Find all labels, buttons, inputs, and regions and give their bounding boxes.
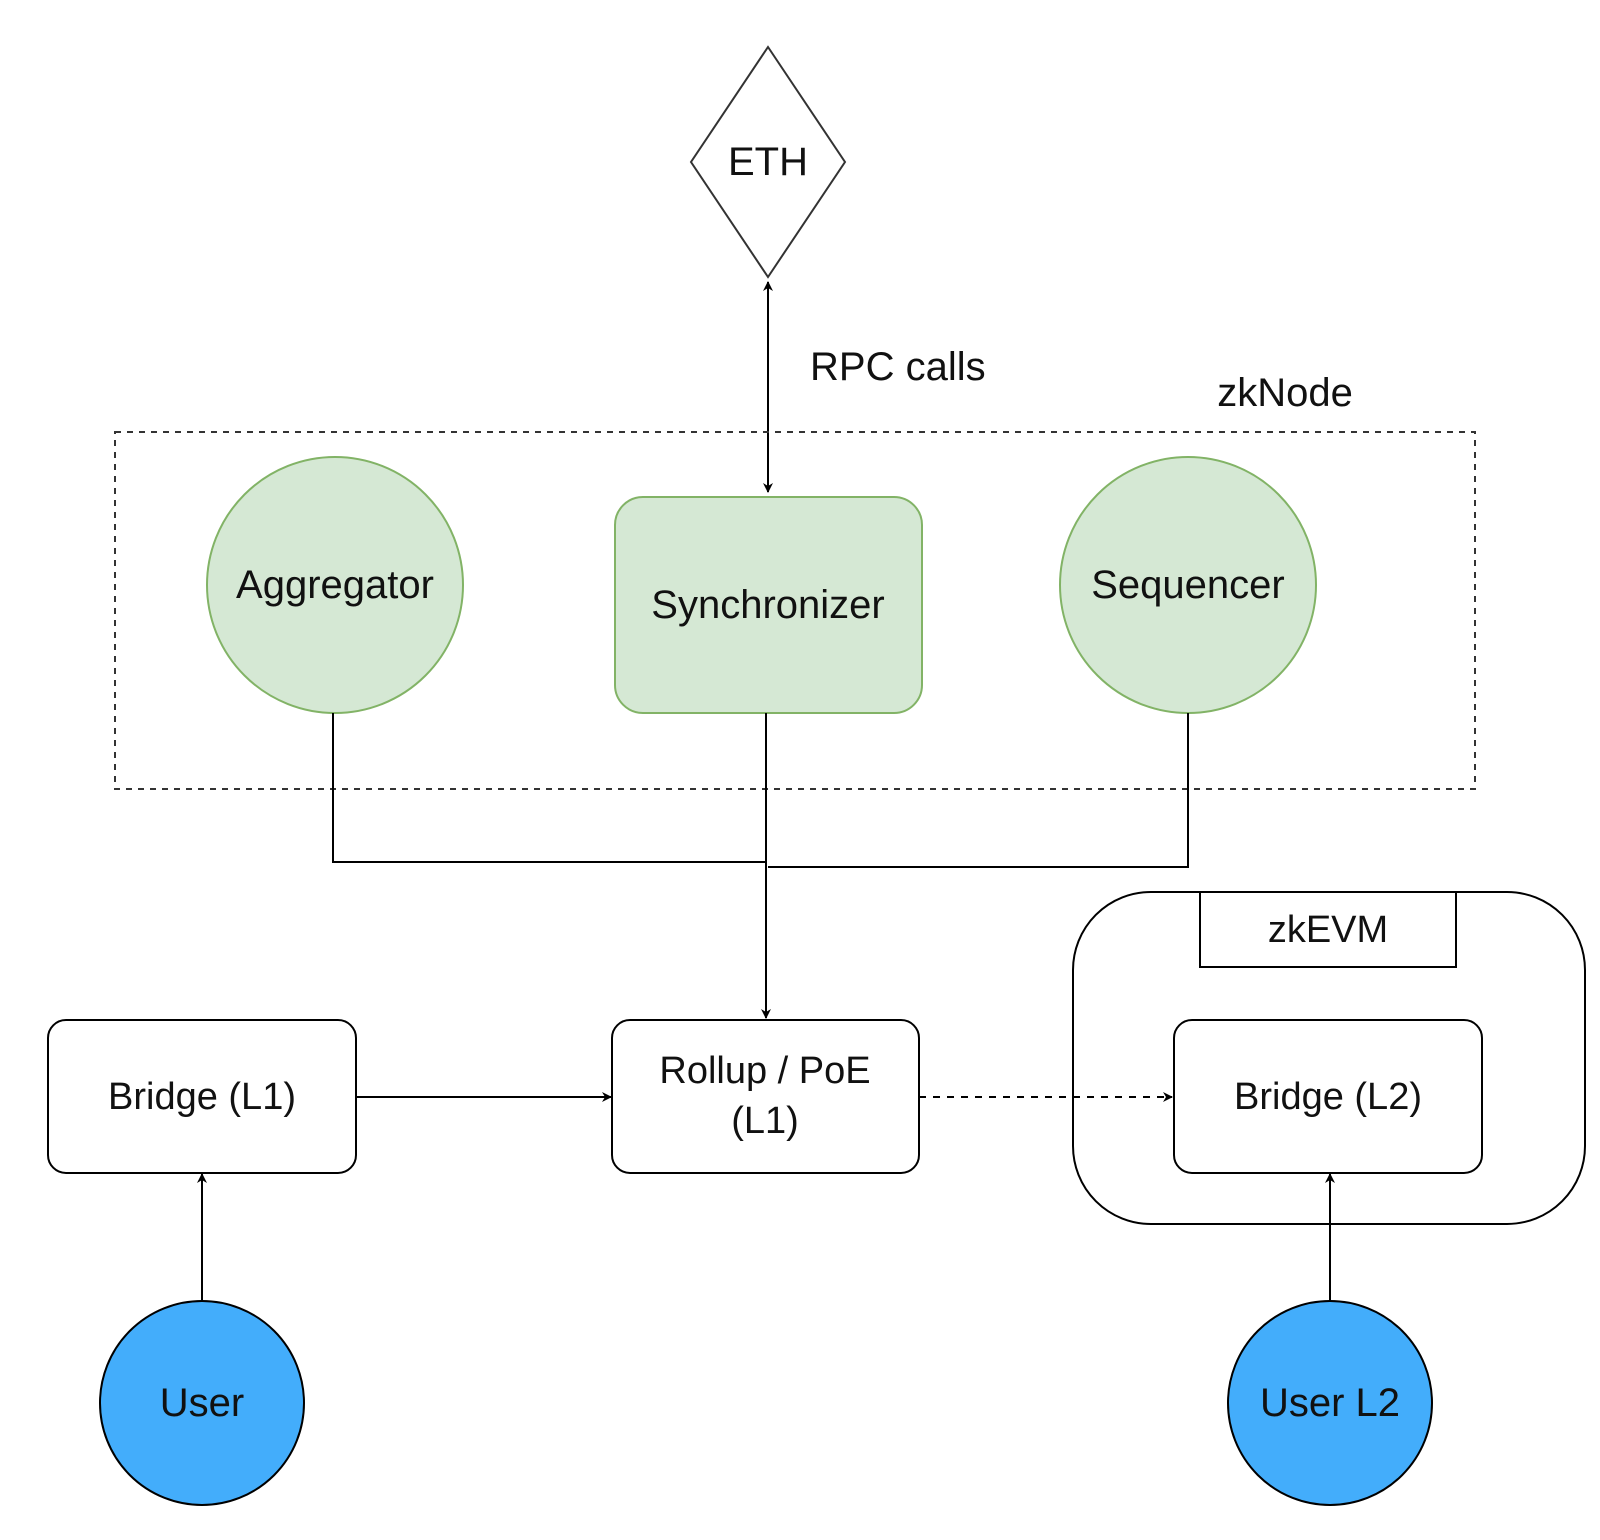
rollup-poe-node (611, 1019, 920, 1174)
user-l2-node (1227, 1300, 1433, 1506)
zknode-container (114, 431, 1476, 790)
user-l2-label: User L2 (1260, 1381, 1400, 1425)
sequencer-label: Sequencer (1091, 563, 1284, 607)
aggregator-label: Aggregator (236, 563, 434, 607)
sequencer-connector (768, 713, 1189, 868)
aggregator-connector (332, 713, 766, 863)
rpc-calls-label: RPC calls (810, 345, 986, 389)
eth-node (689, 45, 847, 279)
eth-label: ETH (728, 140, 808, 184)
rollup-poe-label: Rollup / PoE (659, 1050, 870, 1092)
synchronizer-label: Synchronizer (651, 583, 884, 627)
zkevm-tab (1199, 891, 1457, 968)
zkevm-label: zkEVM (1268, 909, 1388, 951)
zknode-label: zkNode (1217, 371, 1353, 415)
user-label: User (160, 1381, 244, 1425)
rollup-poe-sublabel: (L1) (731, 1100, 799, 1142)
user-node (99, 1300, 305, 1506)
synchronizer-node (614, 496, 923, 714)
bridge-l2-label: Bridge (L2) (1234, 1076, 1422, 1118)
aggregator-node (206, 456, 464, 714)
bridge-l1-label: Bridge (L1) (108, 1076, 296, 1118)
